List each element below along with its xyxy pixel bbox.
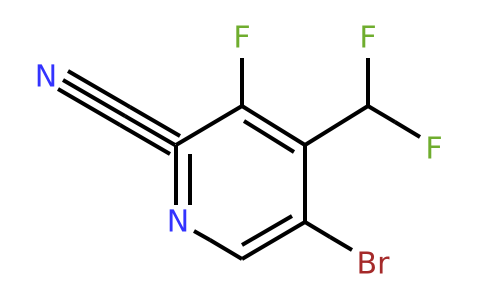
- nitrile-bond-line-3b: [128, 105, 182, 138]
- ring-bond-c6-n: [208, 238, 244, 261]
- ring-bond-c6-n-blue: [193, 229, 211, 242]
- nitrile-bond-line-1: [56, 87, 122, 127]
- ring-bond-c2-c3: [174, 104, 244, 147]
- bond-c5-br-red: [328, 235, 354, 252]
- ring-bond-c5-c6: [240, 220, 307, 261]
- bond-ch-f-right: [366, 104, 397, 124]
- atom-label-f-right: F: [425, 132, 442, 167]
- atom-label-n-ring: N: [167, 205, 189, 240]
- substituent-bonds: [240, 58, 422, 252]
- nitrile-bond-line-1b: [118, 123, 172, 156]
- atom-labels: N N F F F Br: [35, 21, 443, 282]
- atom-label-f-top: F: [359, 21, 376, 56]
- bond-ch-f-right-green: [393, 120, 422, 139]
- ring-bond-c3-c4-inner: [242, 119, 296, 154]
- nitrile-bond-line-2b: [123, 114, 177, 147]
- pyridine-ring: [174, 104, 307, 261]
- nitrile-triple-bond: [56, 69, 182, 156]
- ring-bond-c3-c4: [240, 104, 307, 147]
- atom-label-n-nitrile: N: [35, 60, 57, 95]
- bond-c5-br: [303, 220, 332, 239]
- atom-label-f-ring: F: [233, 21, 250, 56]
- nitrile-bond-line-3: [66, 69, 132, 109]
- ring-bond-c5-c6-inner: [240, 214, 294, 247]
- bond-c4-ch: [303, 104, 370, 147]
- atom-label-br: Br: [357, 247, 391, 282]
- nitrile-bond-line-2: [61, 78, 127, 118]
